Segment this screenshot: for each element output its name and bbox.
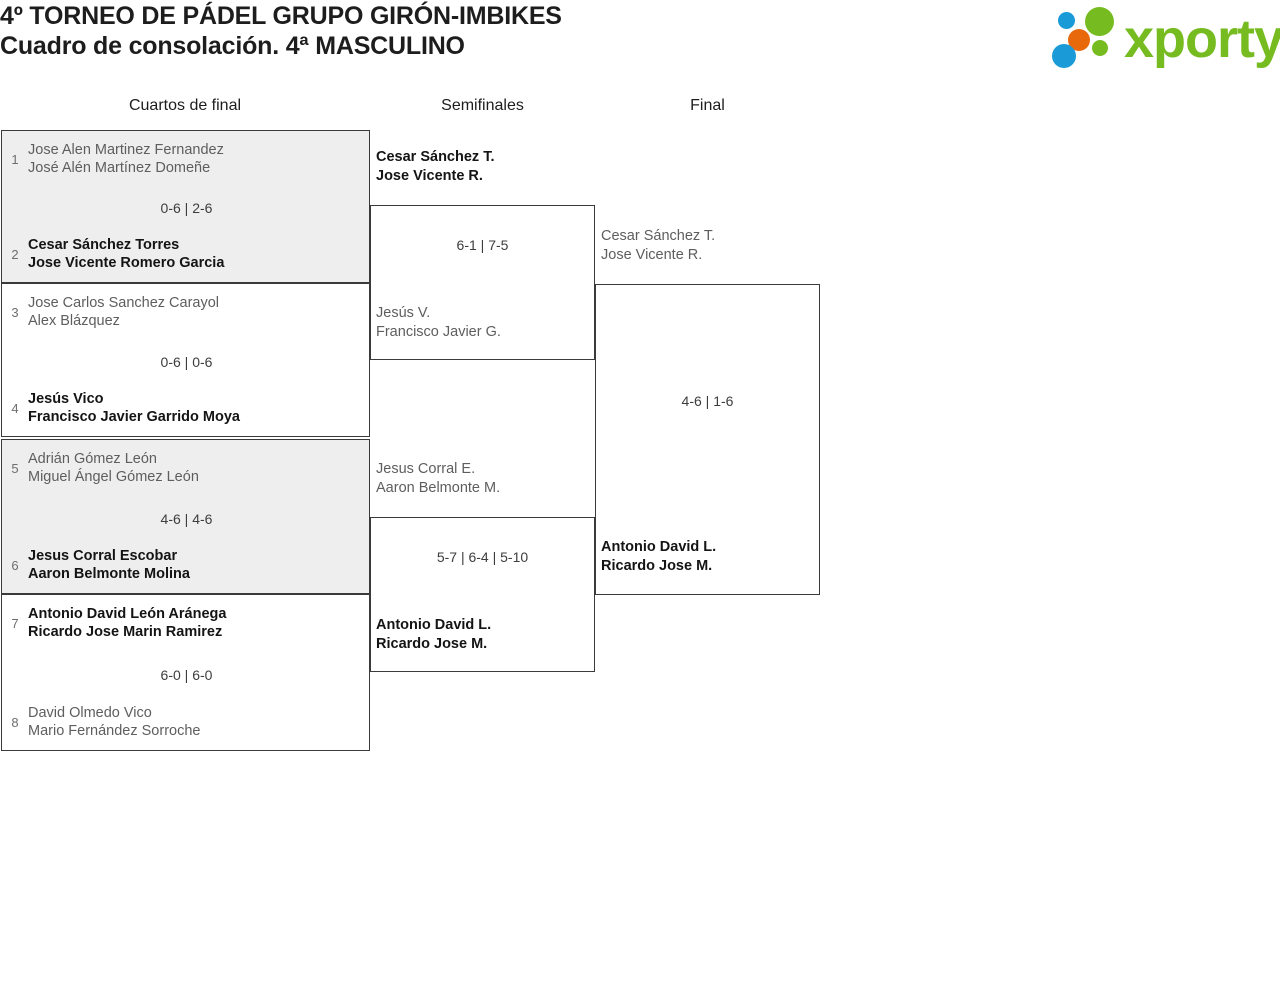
- round-header-final: Final: [690, 97, 725, 114]
- team-names: David Olmedo Vico Mario Fernández Sorroc…: [28, 704, 200, 741]
- qf-match-1[interactable]: 1 Jose Alen Martinez Fernandez José Alén…: [1, 130, 370, 283]
- player-2: Jose Vicente R.: [601, 246, 703, 263]
- logo-dots-icon: [1048, 6, 1126, 68]
- qf-match-3-team-bottom[interactable]: 6 Jesus Corral Escobar Aaron Belmonte Mo…: [2, 543, 369, 587]
- player-1: Jesús Vico: [28, 390, 104, 407]
- player-2: Ricardo Jose M.: [376, 635, 488, 652]
- player-1: Cesar Sánchez T.: [376, 149, 495, 165]
- player-2: Ricardo Jose M.: [601, 557, 713, 574]
- final-match-box[interactable]: [595, 284, 820, 595]
- page-header: 4º TORNEO DE PÁDEL GRUPO GIRÓN-IMBIKES C…: [0, 0, 1280, 88]
- round-header-quarterfinals: Cuartos de final: [128, 97, 242, 114]
- player-1: Jesus Corral Escobar: [28, 547, 178, 564]
- player-1: Antonio David L.: [601, 539, 717, 555]
- player-2: Francisco Javier G.: [376, 323, 501, 340]
- player-2: Mario Fernández Sorroche: [28, 723, 201, 739]
- logo-dot-blue-small: [1058, 12, 1075, 29]
- player-1: Cesar Sánchez Torres: [28, 236, 180, 253]
- qf-match-1-team-bottom[interactable]: 2 Cesar Sánchez Torres Jose Vicente Rome…: [2, 232, 369, 276]
- player-1: Jesus Corral E.: [376, 461, 476, 477]
- final-match-score: 4-6 | 1-6: [681, 393, 734, 409]
- qf-match-2-score: 0-6 | 0-6: [160, 354, 213, 370]
- player-2: Alex Blázquez: [28, 313, 120, 329]
- logo-wordmark: xporty: [1124, 9, 1280, 69]
- player-2: Aaron Belmonte Molina: [28, 566, 190, 582]
- player-1: Jose Alen Martinez Fernandez: [28, 141, 224, 158]
- seed-number: 4: [11, 400, 19, 416]
- seed-number: 2: [11, 246, 19, 262]
- team-names: Adrián Gómez León Miguel Ángel Gómez Leó…: [28, 450, 199, 487]
- sf-match-1-box[interactable]: [370, 205, 595, 360]
- logo-dot-orange: [1068, 29, 1090, 51]
- round-header-semifinals: Semifinales: [441, 97, 524, 114]
- final-match-team-top[interactable]: Cesar Sánchez T. Jose Vicente R.: [601, 227, 715, 264]
- qf-match-3-team-top[interactable]: 5 Adrián Gómez León Miguel Ángel Gómez L…: [2, 446, 369, 490]
- player-2: Jose Vicente Romero Garcia: [28, 255, 225, 271]
- qf-match-2-team-top[interactable]: 3 Jose Carlos Sanchez Carayol Alex Blázq…: [2, 290, 369, 334]
- seed-number: 1: [11, 151, 19, 167]
- qf-match-1-team-top[interactable]: 1 Jose Alen Martinez Fernandez José Alén…: [2, 137, 369, 181]
- player-2: Francisco Javier Garrido Moya: [28, 409, 240, 425]
- tournament-title: 4º TORNEO DE PÁDEL GRUPO GIRÓN-IMBIKES: [0, 2, 562, 30]
- player-1: David Olmedo Vico: [28, 704, 152, 721]
- seed-number: 6: [11, 557, 19, 573]
- qf-match-3[interactable]: 5 Adrián Gómez León Miguel Ángel Gómez L…: [1, 439, 370, 594]
- page-title: 4º TORNEO DE PÁDEL GRUPO GIRÓN-IMBIKES C…: [0, 2, 562, 61]
- player-1: Antonio David León Aránega: [28, 605, 227, 622]
- player-2: Miguel Ángel Gómez León: [28, 469, 199, 485]
- sf-match-2-box[interactable]: [370, 517, 595, 672]
- player-2: José Alén Martínez Domeñe: [28, 160, 211, 176]
- qf-match-2[interactable]: 3 Jose Carlos Sanchez Carayol Alex Blázq…: [1, 283, 370, 437]
- player-1: Jose Carlos Sanchez Carayol: [28, 294, 220, 311]
- seed-number: 3: [11, 304, 19, 320]
- player-2: Jose Vicente R.: [376, 167, 483, 184]
- qf-match-1-score: 0-6 | 2-6: [160, 200, 213, 216]
- player-1: Antonio David L.: [376, 617, 492, 633]
- team-names: Jose Alen Martinez Fernandez José Alén M…: [28, 141, 224, 178]
- sf-match-1-score: 6-1 | 7-5: [456, 237, 509, 253]
- team-names: Jose Carlos Sanchez Carayol Alex Blázque…: [28, 294, 219, 331]
- sf-match-1-team-top[interactable]: Cesar Sánchez T. Jose Vicente R.: [376, 148, 494, 185]
- player-1: Cesar Sánchez T.: [601, 228, 716, 244]
- seed-number: 8: [11, 714, 19, 730]
- qf-match-4[interactable]: 7 Antonio David León Aránega Ricardo Jos…: [1, 594, 370, 751]
- qf-match-4-team-top[interactable]: 7 Antonio David León Aránega Ricardo Jos…: [2, 601, 369, 645]
- player-1: Adrián Gómez León: [28, 450, 157, 467]
- logo-dot-green-small: [1092, 40, 1108, 56]
- qf-match-3-score: 4-6 | 4-6: [160, 511, 213, 527]
- team-names: Jesús Vico Francisco Javier Garrido Moya: [28, 390, 240, 427]
- sf-match-2-score: 5-7 | 6-4 | 5-10: [436, 549, 529, 565]
- qf-match-4-team-bottom[interactable]: 8 David Olmedo Vico Mario Fernández Sorr…: [2, 700, 369, 744]
- sf-match-1-team-bottom[interactable]: Jesús V. Francisco Javier G.: [376, 304, 501, 341]
- seed-number: 5: [11, 460, 19, 476]
- sf-match-2-team-bottom[interactable]: Antonio David L. Ricardo Jose M.: [376, 616, 491, 653]
- qf-match-4-score: 6-0 | 6-0: [160, 667, 213, 683]
- team-names: Jesus Corral Escobar Aaron Belmonte Moli…: [28, 547, 190, 584]
- final-match-team-bottom[interactable]: Antonio David L. Ricardo Jose M.: [601, 538, 716, 575]
- xporty-logo[interactable]: xporty: [1048, 6, 1280, 72]
- logo-dot-blue-large: [1052, 44, 1076, 68]
- player-1: Jesús V.: [376, 305, 431, 321]
- qf-match-2-team-bottom[interactable]: 4 Jesús Vico Francisco Javier Garrido Mo…: [2, 386, 369, 430]
- team-names: Cesar Sánchez Torres Jose Vicente Romero…: [28, 236, 224, 273]
- player-2: Ricardo Jose Marin Ramirez: [28, 624, 223, 640]
- team-names: Antonio David León Aránega Ricardo Jose …: [28, 605, 226, 642]
- player-2: Aaron Belmonte M.: [376, 479, 501, 496]
- seed-number: 7: [11, 615, 19, 631]
- tournament-subtitle: Cuadro de consolación. 4ª MASCULINO: [0, 31, 465, 60]
- sf-match-2-team-top[interactable]: Jesus Corral E. Aaron Belmonte M.: [376, 460, 500, 497]
- logo-dot-green-large: [1085, 7, 1114, 36]
